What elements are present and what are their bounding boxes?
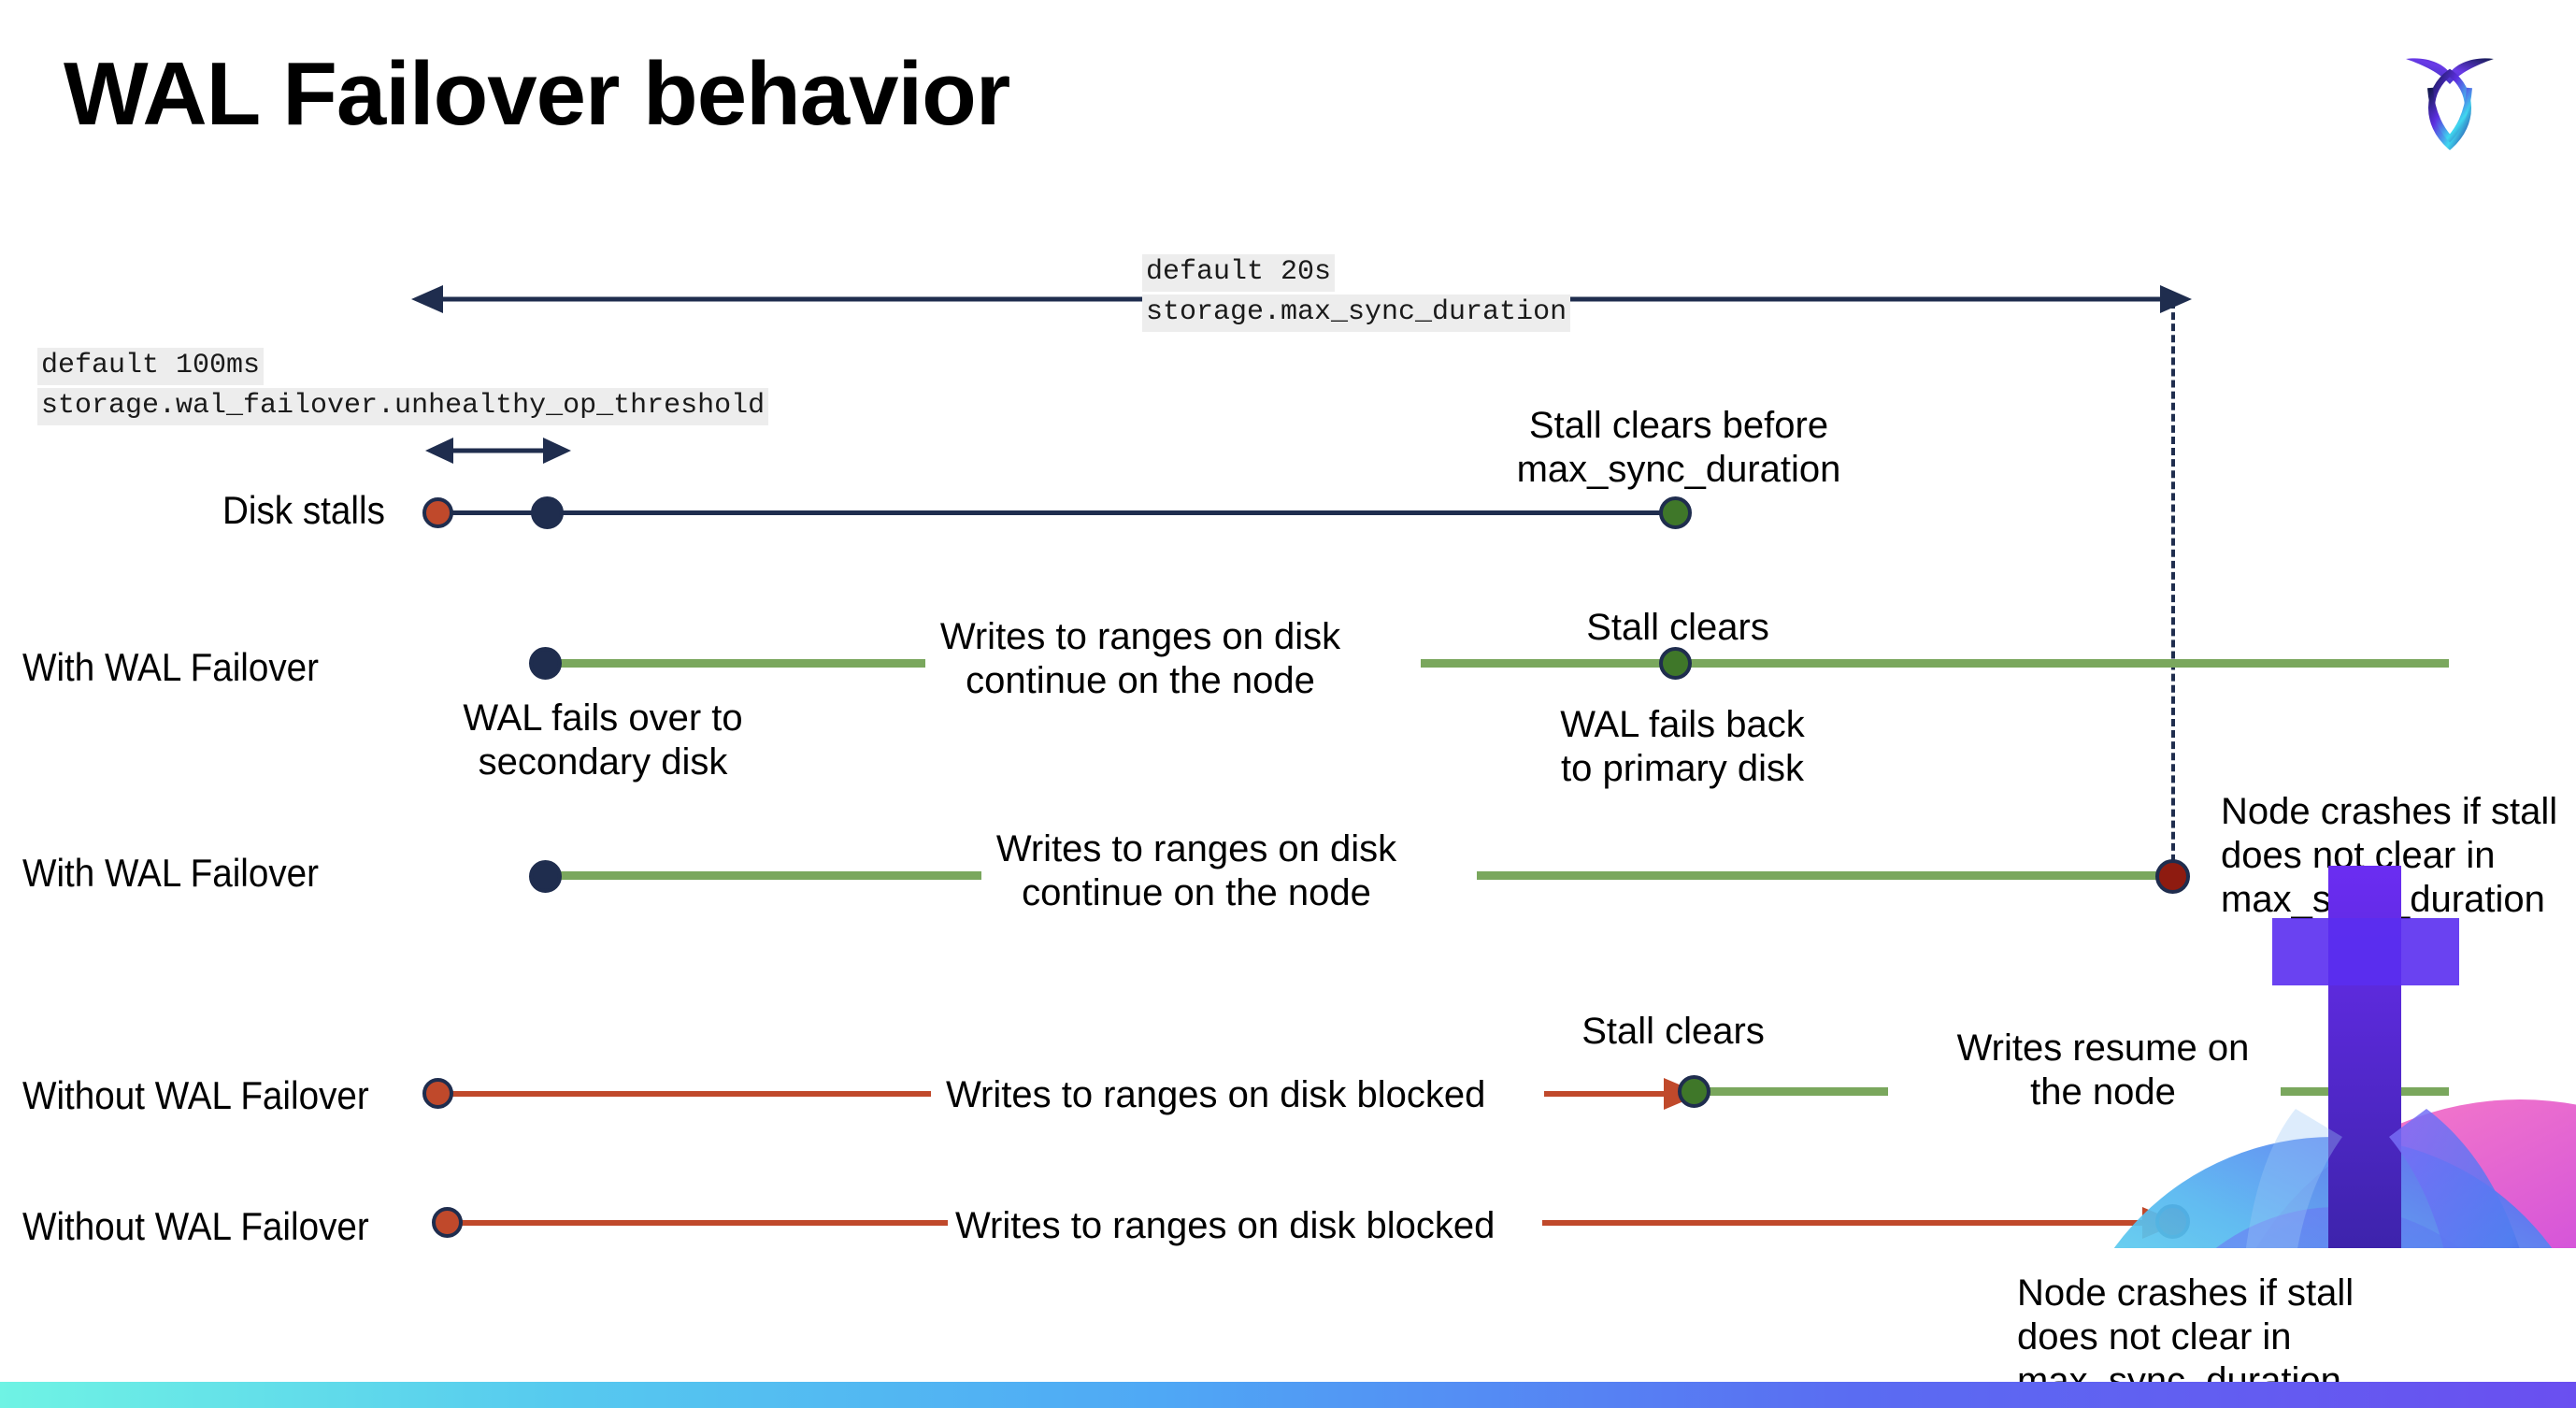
wal-failover-1-clears-note: Stall clears [1586,607,1769,648]
wal-failover-1-end-note: WAL fails back to primary disk [1560,704,1805,790]
wal-failover-1-middle-note: Writes to ranges on disk continue on the… [939,616,1341,702]
with-wal-failover-1-line-right [1421,659,2449,668]
without-wal-failover-1-stall-marker [422,1078,453,1109]
with-wal-failover-2-line-left [544,871,981,880]
without-wal-failover-2-crash-marker [2155,1204,2190,1239]
disk-stalls-annotation: Stall clears before max_sync_duration [1516,405,1841,491]
unhealthy-op-threshold-span-arrow [425,438,571,464]
without-wal-failover-2-middle-note: Writes to ranges on disk blocked [955,1205,1496,1246]
unhealthy-op-threshold-default-chip: default 100ms [37,348,265,385]
page-title: WAL Failover behavior [64,44,1010,144]
without-wal-failover-1-line-far-right [2281,1087,2449,1096]
wal-failover-2-crash-note: Node crashes if stall does not clear in … [2221,791,2558,921]
disk-stall-start-marker [422,497,453,528]
wal-failover-1-clears-marker [1659,647,1692,680]
wal-failover-1-start-note: WAL fails over to secondary disk [463,697,743,783]
without-wal-failover-1-middle-note: Writes to ranges on disk blocked [946,1074,1486,1115]
with-wal-failover-1-line-left [544,659,925,668]
without-wal-failover-2-stall-marker [432,1207,463,1238]
without-wal-failover-1-line-left [445,1091,931,1097]
max-sync-duration-name-chip: storage.max_sync_duration [1142,295,1571,332]
wal-failover-1-start-marker [529,647,562,680]
without-wal-failover-1-clears-marker [1678,1075,1710,1108]
row-label-without-wal-failover-2: Without WAL Failover [22,1204,369,1248]
without-wal-failover-2-crash-note: Node crashes if stall does not clear in … [2017,1272,2354,1401]
bottom-gradient-bar [0,1382,2576,1408]
without-wal-failover-1-line-right [1706,1087,1888,1096]
max-sync-duration-default-chip: default 20s [1142,254,1336,292]
without-wal-failover-1-resume-note: Writes resume on the node [1956,1027,2250,1113]
crash-note-card [1980,1248,2576,1408]
with-wal-failover-2-line-right [1477,871,2168,880]
row-label-with-wal-failover-1: With WAL Failover [22,645,320,689]
disk-stalls-timeline [439,510,1682,515]
disk-stall-clears-marker [1659,496,1692,529]
without-wal-failover-2-arrow [1542,1207,2180,1239]
wal-failover-2-middle-note: Writes to ranges on disk continue on the… [995,828,1397,914]
unhealthy-op-threshold-name-chip: storage.wal_failover.unhealthy_op_thresh… [37,388,769,425]
without-wal-failover-2-line-left [452,1220,948,1226]
max-sync-duration-dropline [2171,301,2175,873]
row-label-with-wal-failover-2: With WAL Failover [22,851,320,895]
row-label-without-wal-failover-1: Without WAL Failover [22,1073,369,1117]
cockroachdb-logo-icon [2389,28,2511,154]
wal-failover-2-crash-marker [2155,859,2190,894]
disk-stall-threshold-marker [531,496,564,529]
wal-failover-2-start-marker [529,860,562,893]
row-label-disk-stalls: Disk stalls [222,488,385,532]
without-wal-failover-1-clears-note: Stall clears [1581,1011,1765,1052]
